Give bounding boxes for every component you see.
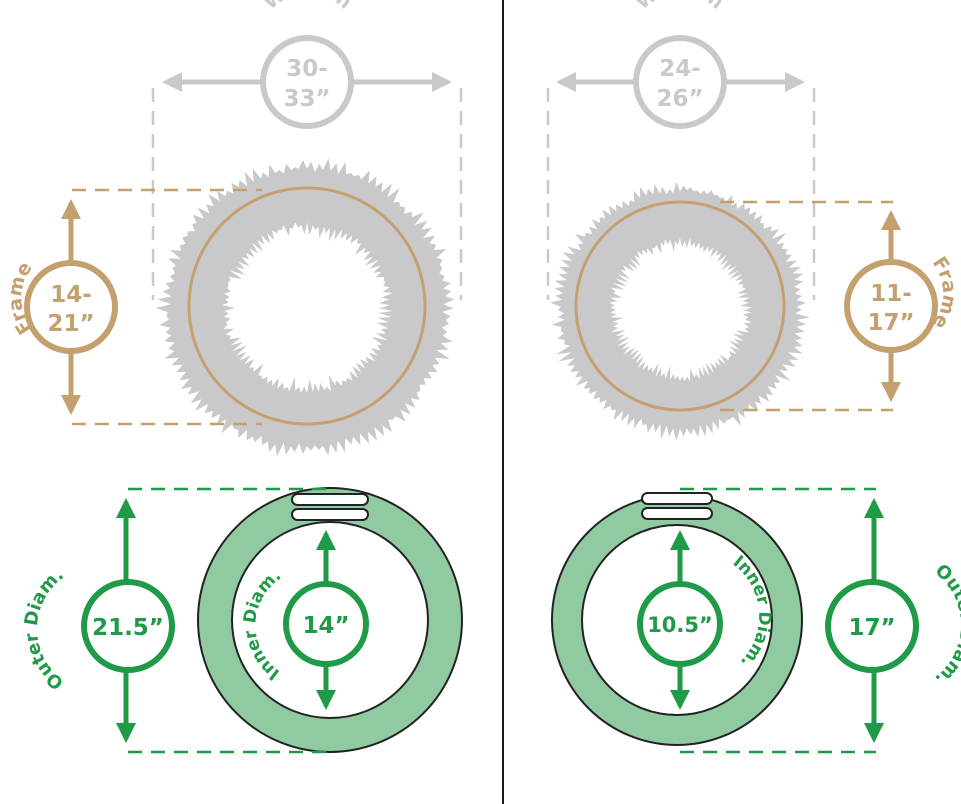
outer-diam-label-right: Outer Diam. (931, 560, 961, 690)
inner-diam-badge-left (283, 581, 369, 667)
wreath-guide-lines-right (546, 88, 816, 300)
frame-value-left-line1: 14- (50, 282, 92, 308)
frame-value-right-line2: 17” (867, 310, 914, 336)
wreath-label-right: Wreath (632, 0, 729, 14)
right-panel: 24- 26” Wreath 11- 17” Frame 17” O (546, 0, 961, 754)
wreath-guide-lines-left (151, 88, 463, 300)
inner-diam-value-right: 10.5” (647, 613, 713, 637)
inner-diam-badge-right (637, 581, 723, 667)
hanging-slot-left-1 (291, 493, 369, 506)
hanging-slot-left-2 (291, 508, 369, 521)
outer-guide-lines-right (680, 487, 876, 754)
frame-value-right-line1: 11- (870, 281, 912, 307)
inner-diam-value-left: 14” (302, 613, 349, 639)
outer-diam-badge-right (825, 579, 919, 673)
outer-diam-badge-left (81, 579, 175, 673)
hanging-slot-right-2 (641, 507, 713, 520)
outer-diam-label-left: Outer Diam. (21, 564, 68, 694)
wreath-badge-right (633, 35, 727, 129)
ring-outer-edge-left (197, 487, 463, 753)
outer-diam-value-left: 21.5” (92, 615, 164, 641)
wreath-value-right-line2: 26” (656, 86, 703, 112)
wreath-illustration-left (155, 158, 455, 457)
outer-diam-value-right: 17” (848, 615, 895, 641)
frame-ring-left (187, 186, 427, 426)
inner-diam-label-left: Inner Diam. (240, 565, 285, 684)
ring-inner-edge-left (231, 521, 429, 719)
frame-badge-left (24, 260, 118, 354)
wreath-badge-left (260, 35, 354, 129)
frame-guide-lines-left (72, 188, 262, 426)
frame-ring-right (574, 200, 786, 412)
wreath-value-right-line1: 24- (659, 56, 701, 82)
frame-badge-right (844, 259, 938, 353)
wreath-label-left: Wreath (260, 0, 357, 14)
left-panel: 30- 33” Wreath 14- 21” Frame (4, 0, 463, 754)
frame-guide-lines-right (720, 200, 893, 412)
ring-inner-edge-right (581, 524, 773, 716)
frame-value-left-line2: 21” (47, 311, 94, 337)
wreath-value-left-line1: 30- (286, 56, 328, 82)
outer-guide-lines-left (128, 487, 330, 754)
wreath-illustration-right (549, 181, 810, 441)
hanging-slot-right-1 (641, 492, 713, 505)
wreath-value-left-line2: 33” (283, 86, 330, 112)
